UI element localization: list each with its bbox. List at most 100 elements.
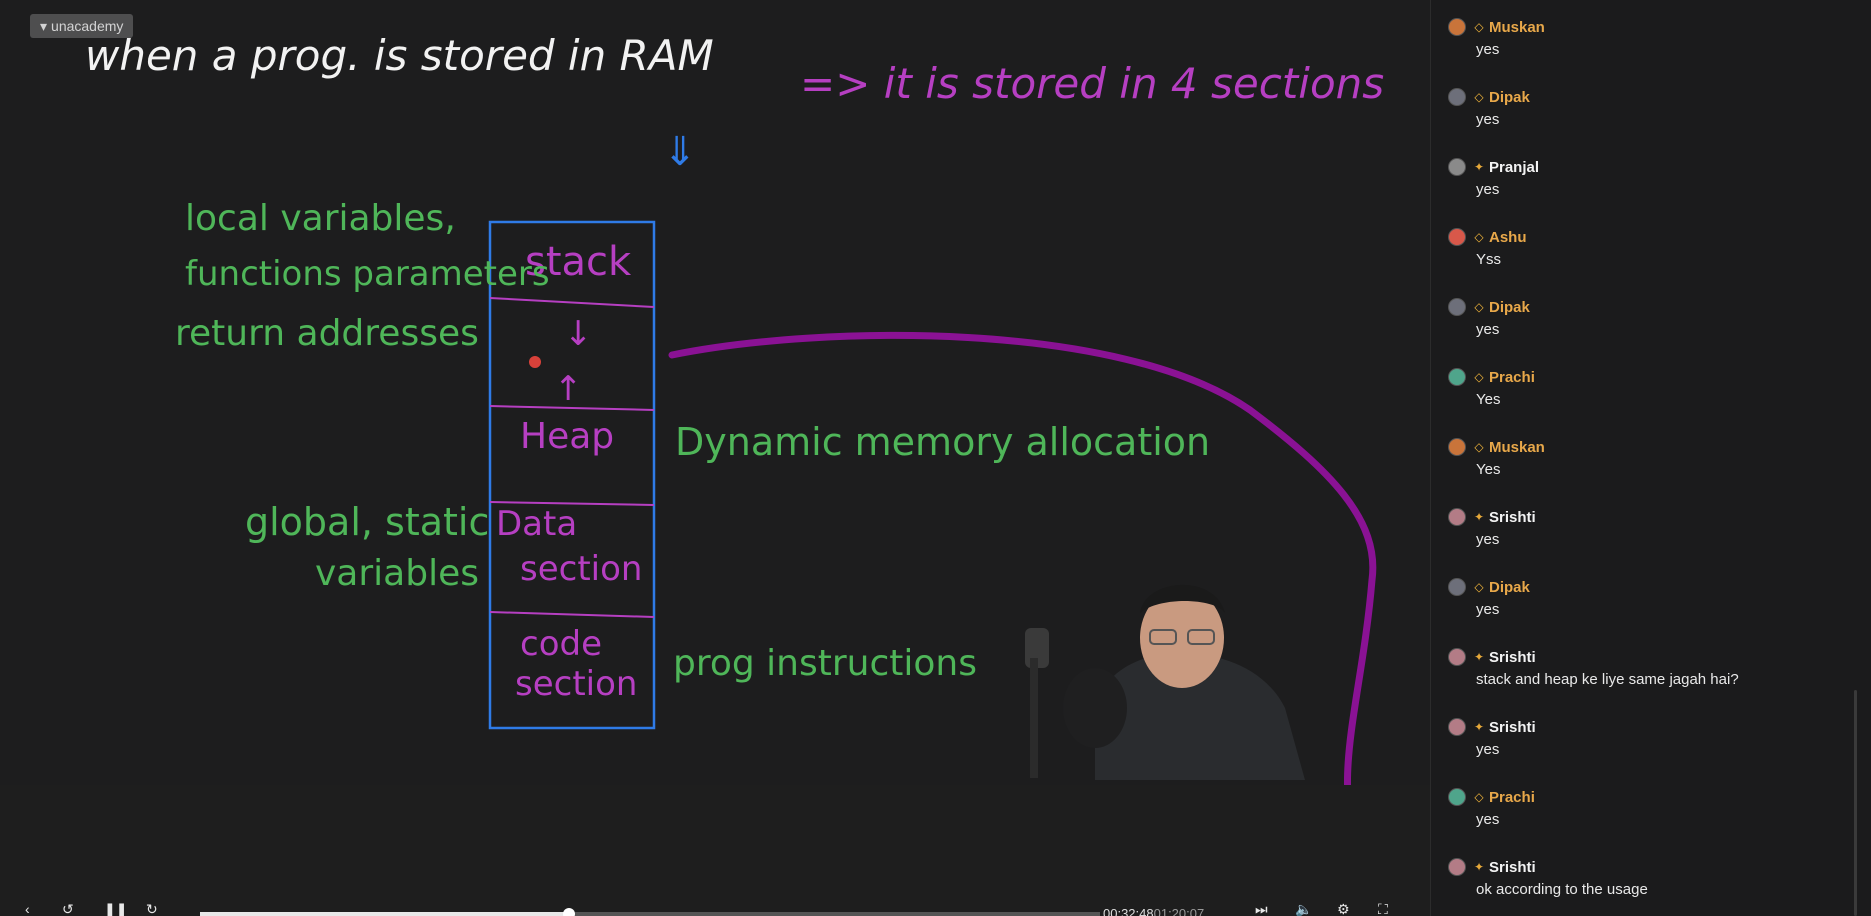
chat-username[interactable]: Dipak [1489, 298, 1530, 316]
back-icon[interactable]: ‹ [25, 901, 30, 916]
chat-message-header: ✦Srishti [1448, 856, 1648, 878]
avatar[interactable] [1448, 788, 1466, 806]
purple-curve-arrow [668, 331, 1377, 785]
avatar[interactable] [1448, 298, 1466, 316]
chat-username[interactable]: Prachi [1489, 788, 1535, 806]
chat-text: Yes [1476, 461, 1501, 478]
divider-stack [489, 297, 655, 308]
chat-username[interactable]: Srishti [1489, 718, 1536, 736]
pointer-dot [529, 356, 541, 368]
rewind-10-icon[interactable]: ↺ [62, 901, 74, 916]
heading-line1: when a prog. is stored in RAM [85, 31, 714, 80]
avatar[interactable] [1448, 228, 1466, 246]
time-total: 01:20:07 [1153, 906, 1205, 916]
chat-message: ◇ Dipak yes [1448, 296, 1530, 338]
video-player[interactable]: ▾ unacademy when a prog. is stored in RA… [0, 0, 1430, 916]
plus-badge-icon: ◇ [1474, 230, 1484, 244]
chat-message-header: ✦ Srishti [1448, 506, 1536, 528]
time-current: 00:32:48 [1103, 906, 1154, 916]
progress-bar[interactable] [200, 908, 1100, 916]
avatar[interactable] [1448, 438, 1466, 456]
chat-text: yes [1476, 321, 1500, 338]
volume-icon[interactable]: 🔈 [1295, 901, 1313, 916]
chat-text: Yss [1476, 251, 1502, 268]
chat-message-header: ◇ Prachi [1448, 786, 1535, 808]
presenter-video [985, 558, 1335, 780]
chat-message-header: ◇Prachi [1448, 366, 1535, 388]
avatar[interactable] [1448, 858, 1466, 876]
plus-badge-icon: ◇ [1474, 300, 1484, 314]
avatar[interactable] [1448, 368, 1466, 386]
plus-badge-icon: ◇ [1474, 580, 1484, 594]
divider-data [489, 501, 655, 506]
avatar[interactable] [1448, 648, 1466, 666]
chat-username[interactable]: Pranjal [1489, 158, 1540, 176]
player-controls: ‹ ↺ ❚❚ ↻ ⏭ 🔈 ⚙ ⛶ [0, 895, 1430, 916]
plus-badge-icon: ◇ [1474, 440, 1484, 454]
note-prog-instructions: prog instructions [673, 643, 977, 684]
chat-message-header: ◇ Ashu [1448, 226, 1527, 248]
chat-text: stack and heap ke liye same jagah hai? [1476, 671, 1739, 688]
plus-badge-icon: ◇ [1474, 790, 1484, 804]
progress-fill [200, 912, 569, 916]
chat-message: ✦ Srishti stack and heap ke liye same jaga… [1448, 646, 1739, 688]
memory-box [488, 220, 656, 730]
chat-username[interactable]: Dipak [1489, 578, 1530, 596]
whiteboard: ▾ unacademy when a prog. is stored in RA… [30, 14, 1385, 785]
chat-text: yes [1476, 111, 1500, 128]
chat-message-header: ◇ Muskan [1448, 16, 1545, 38]
chat-text: Yes [1476, 391, 1501, 408]
chat-message-header: ✦Srishti [1448, 716, 1536, 738]
avatar[interactable] [1448, 508, 1466, 526]
avatar[interactable] [1448, 158, 1466, 176]
chat-username[interactable]: Srishti [1489, 648, 1536, 666]
chat-username[interactable]: Muskan [1489, 18, 1545, 36]
spark-badge-icon: ✦ [1474, 650, 1485, 664]
brand-watermark: ▾ unacademy [30, 14, 134, 38]
plus-badge-icon: ◇ [1474, 20, 1484, 34]
chat-username[interactable]: Srishti [1489, 508, 1536, 526]
pause-icon[interactable]: ❚❚ [104, 901, 128, 916]
chat-text: yes [1476, 41, 1500, 58]
chat-username[interactable]: Prachi [1489, 368, 1535, 386]
chat-message-header: ◇ Dipak [1448, 576, 1530, 598]
block-stack: stack [525, 239, 632, 285]
microphone [1063, 668, 1127, 748]
chat-username[interactable]: Ashu [1489, 228, 1527, 246]
board-ink: when a prog. is stored in RAM => it is s… [85, 31, 1384, 785]
chat-username[interactable]: Srishti [1489, 858, 1536, 876]
chat-username[interactable]: Dipak [1489, 88, 1530, 106]
chat-scrollbar[interactable] [1854, 690, 1857, 916]
avatar[interactable] [1448, 718, 1466, 736]
settings-gear-icon[interactable]: ⚙ [1337, 901, 1350, 916]
chat-message-header: ◇ Dipak [1448, 296, 1530, 318]
spark-badge-icon: ✦ [1474, 510, 1485, 524]
next-icon[interactable]: ⏭ [1255, 901, 1268, 916]
chat-message: ◇ Dipak yes [1448, 576, 1530, 618]
note-global-static: global, static [245, 500, 489, 544]
chat-text: yes [1476, 601, 1500, 618]
divider-heap [489, 405, 655, 411]
avatar[interactable] [1448, 88, 1466, 106]
chat-message-header: ✦Pranjal [1448, 156, 1539, 178]
avatar[interactable] [1448, 578, 1466, 596]
heap-up-arrow: ↑ [554, 369, 583, 409]
chat-message: ◇ Muskan yes [1448, 16, 1545, 58]
chat-username[interactable]: Muskan [1489, 438, 1545, 456]
forward-10-icon[interactable]: ↻ [146, 901, 158, 916]
progress-thumb[interactable] [563, 908, 575, 916]
note-return-addresses: return addresses [175, 313, 479, 354]
fullscreen-icon[interactable]: ⛶ [1378, 901, 1388, 916]
avatar[interactable] [1448, 18, 1466, 36]
graduation-cap-icon: ▾ [40, 17, 48, 34]
